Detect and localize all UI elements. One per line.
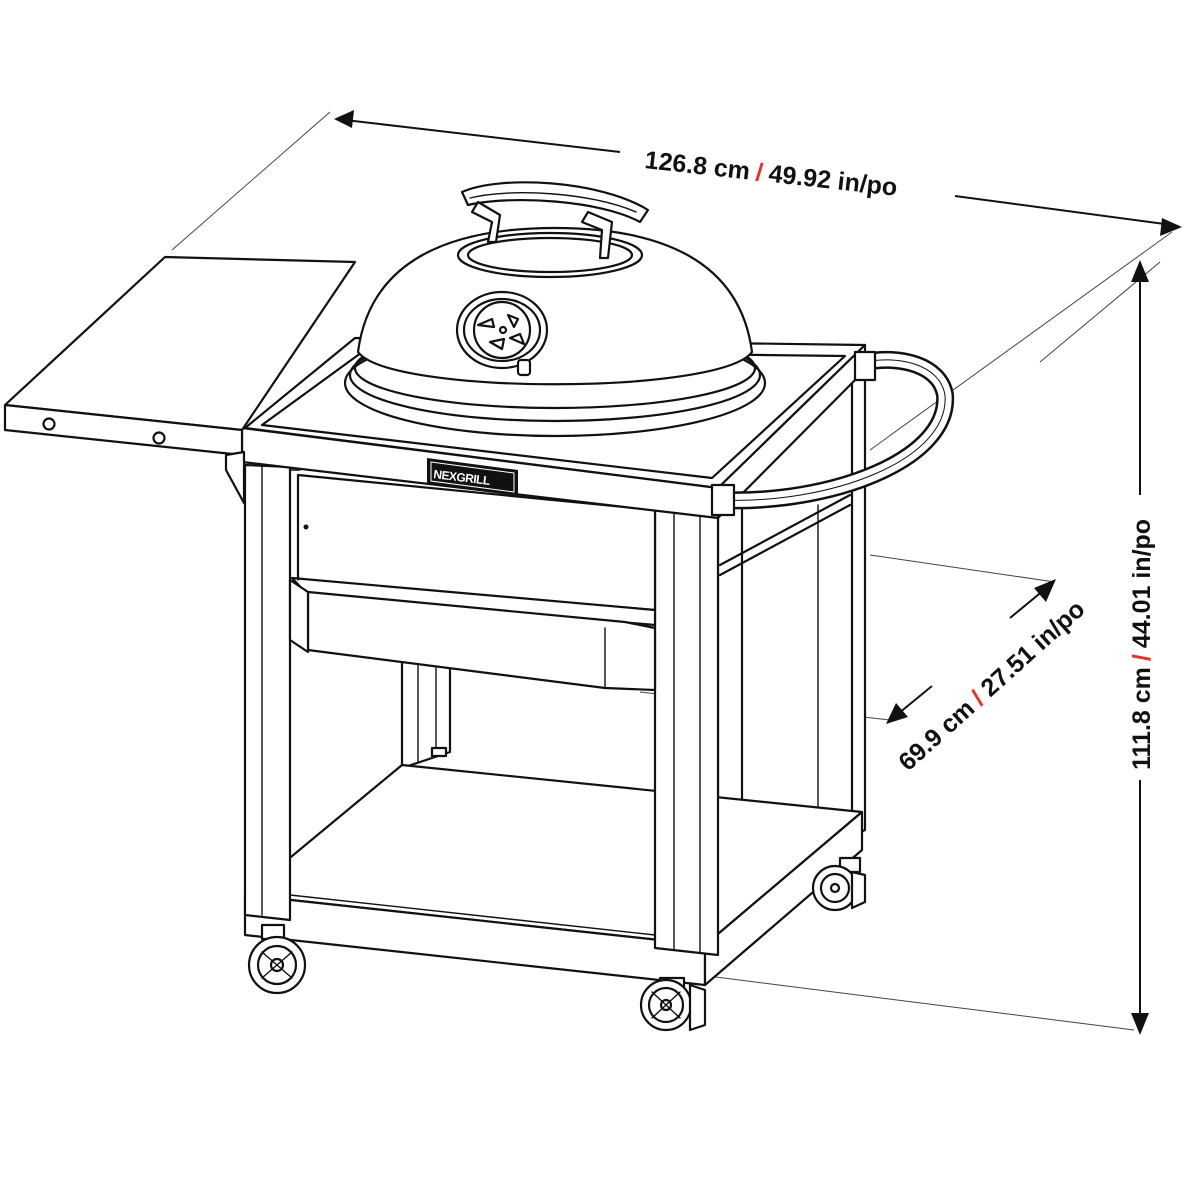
front-right-leg: [653, 503, 720, 957]
height-dimension: 111.8 cm/44.01 in/po: [699, 260, 1161, 1035]
front-left-leg: [243, 463, 301, 922]
brand-logo-badge: NEXGRILL: [427, 458, 518, 496]
height-extension-bottom: [699, 974, 1135, 1031]
brand-logo-text: NEXGRILL: [433, 467, 491, 488]
depth-label: 69.9 cm/27.51 in/po: [893, 595, 1090, 776]
depth-arrowhead-bottom: [886, 703, 908, 724]
side-handle-hose: [710, 350, 955, 517]
lid-damper-vent: [455, 290, 549, 377]
width-arrow-line-left: [344, 119, 621, 153]
kettle-lid: [343, 226, 767, 438]
grill-illustration: NEXGRILL: [3, 181, 955, 1032]
caster-front-right: [639, 976, 707, 1032]
ash-drawer: [288, 473, 657, 692]
height-arrowhead-top: [1131, 260, 1149, 282]
height-label: 111.8 cm/44.01 in/po: [1128, 519, 1156, 770]
caster-back-right: [811, 856, 867, 912]
width-extension-left: [171, 111, 331, 251]
lid-handle: [460, 181, 650, 260]
depth-extension-top: [869, 554, 1056, 583]
width-label: 126.8 cm/49.92 in/po: [643, 146, 898, 202]
height-arrowhead-bottom: [1131, 1013, 1149, 1035]
caster-front-left: [247, 923, 307, 995]
side-shelf: [3, 255, 357, 505]
width-arrowhead-right: [1160, 218, 1182, 236]
width-arrowhead-left: [334, 110, 354, 128]
width-arrow-line-right: [954, 195, 1173, 226]
back-left-leg: [400, 658, 452, 770]
depth-arrowhead-top: [1034, 579, 1056, 602]
width-extension-right: [869, 231, 1173, 451]
